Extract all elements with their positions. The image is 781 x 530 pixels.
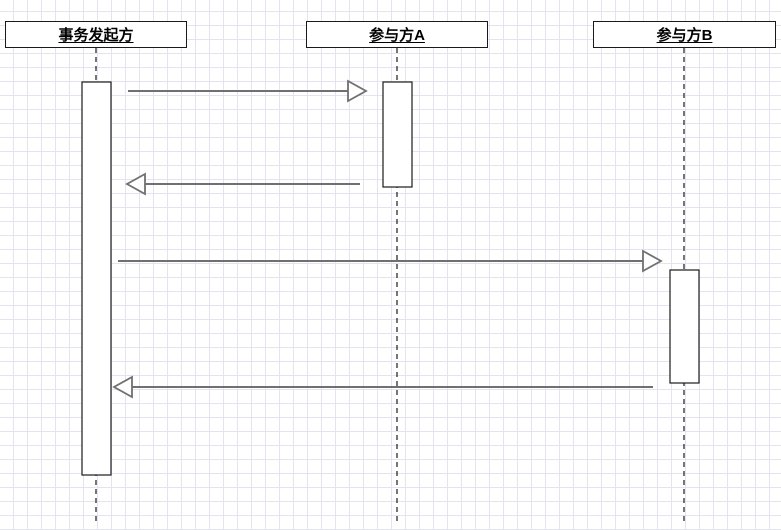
participant-b: 参与方B: [593, 21, 776, 48]
arrowhead-icon: [125, 172, 146, 196]
arrowhead-icon: [347, 79, 368, 103]
message-a-to-initiator: [125, 172, 360, 196]
participant-initiator: 事务发起方: [5, 21, 187, 48]
message-initiator-to-b: [118, 249, 663, 273]
message-b-to-initiator: [112, 375, 653, 399]
activation-a: [382, 81, 413, 188]
message-initiator-to-a: [128, 79, 368, 103]
activation-initiator: [81, 81, 112, 476]
arrowhead-icon: [642, 249, 663, 273]
arrowhead-icon: [112, 375, 133, 399]
activation-b: [669, 269, 700, 384]
participant-a: 参与方A: [306, 21, 488, 48]
